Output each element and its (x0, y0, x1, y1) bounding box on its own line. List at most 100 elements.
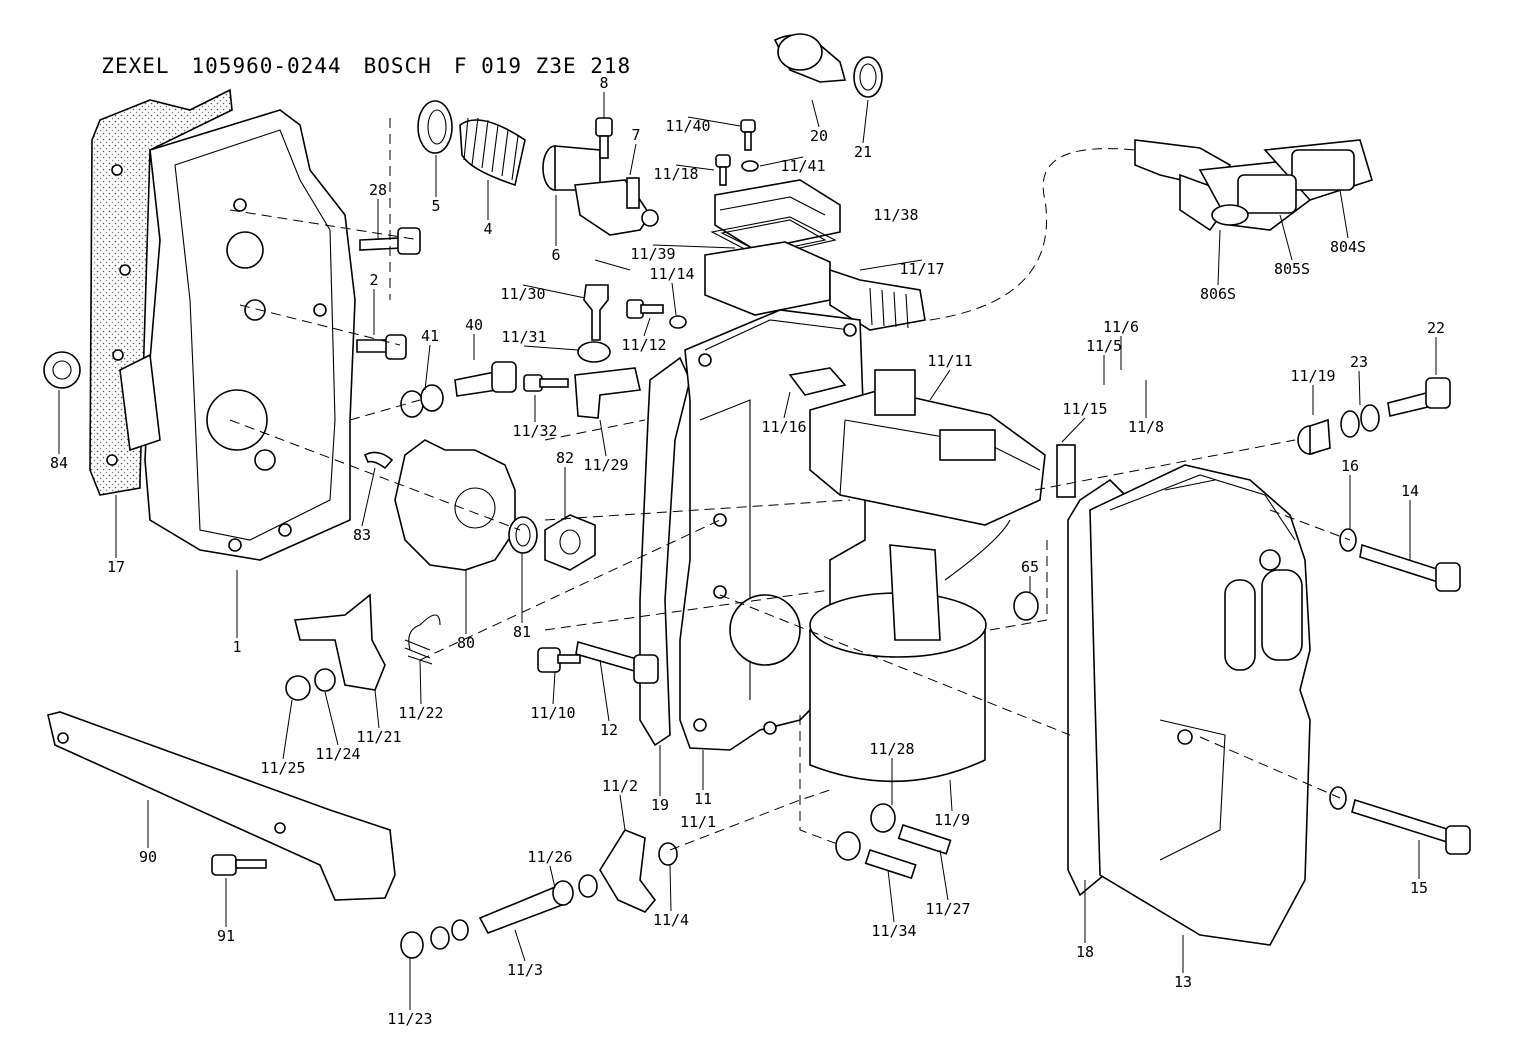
callout-11-3: 11/3 (507, 961, 543, 979)
bolt-15 (1351, 798, 1471, 855)
leader-line-11-3 (514, 929, 526, 962)
leader-line-11-12 (643, 317, 651, 337)
leader-line-11-21 (374, 689, 380, 729)
callout-11-31: 11/31 (501, 328, 546, 346)
spring-11-22 (404, 614, 441, 665)
solenoid-11-9 (809, 519, 1011, 783)
leader-line-804s (1339, 189, 1349, 239)
bracket-7 (574, 177, 659, 236)
callout-11-17: 11/17 (899, 260, 944, 278)
leader-line-11-22 (419, 659, 422, 705)
spring-4 (459, 117, 526, 187)
brand-label: BOSCH (363, 54, 432, 78)
callout-8: 8 (599, 74, 608, 92)
leader-line-11-41 (759, 156, 804, 167)
callout-11-22: 11/22 (398, 704, 443, 722)
callout-14: 14 (1401, 482, 1419, 500)
unit-11-11 (809, 369, 1046, 526)
callout-18: 18 (1076, 943, 1094, 961)
leader-line-12 (599, 659, 610, 722)
washer-11-24 (314, 668, 336, 692)
leader-line-11-14 (671, 282, 677, 316)
nut-82 (544, 514, 596, 571)
callout-65: 65 (1021, 558, 1039, 576)
leader-line-11-2 (619, 794, 626, 831)
cover-13 (1089, 464, 1311, 946)
callout-11-4: 11/4 (653, 911, 689, 929)
washer-21 (853, 56, 883, 98)
leader-line-805s (1279, 214, 1293, 261)
leader-line-11-29 (599, 419, 607, 457)
callout-91: 91 (217, 927, 235, 945)
leader-line-11-15 (1061, 417, 1086, 443)
callout-5: 5 (431, 197, 440, 215)
washer-11-41 (741, 160, 759, 172)
callout-11-11: 11/11 (927, 352, 972, 370)
callout-81: 81 (513, 623, 531, 641)
callout-11-15: 11/15 (1062, 400, 1107, 418)
screw-11-27 (897, 823, 952, 855)
wiring-harness (929, 139, 1373, 321)
part-65 (1013, 591, 1039, 621)
leader-line-11-4 (669, 864, 672, 912)
callout-1: 1 (232, 638, 241, 656)
parts-11-23-11-6-11-5 (400, 919, 469, 959)
callout-15: 15 (1410, 879, 1428, 897)
leader-line-11-17 (859, 259, 923, 271)
leader-line-11-40 (687, 116, 741, 127)
leader-line-11-9 (949, 779, 953, 812)
callout-6: 6 (551, 246, 560, 264)
callout-90: 90 (139, 848, 157, 866)
bolt-11-12 (626, 299, 664, 319)
leader-line-11-24 (324, 691, 339, 746)
maker-label: ZEXEL (101, 54, 170, 78)
callout-12: 12 (600, 721, 618, 739)
housing-1 (119, 109, 356, 561)
part-20 (773, 33, 847, 83)
module-11-38 (714, 179, 841, 251)
leader-line-11-26 (549, 865, 556, 889)
washers-23 (1340, 404, 1380, 438)
callout-11-38: 11/38 (873, 206, 918, 224)
screw-11-18 (715, 154, 731, 186)
callout-17: 17 (107, 558, 125, 576)
callout-84: 84 (50, 454, 68, 472)
callout-21: 21 (854, 143, 872, 161)
washers-11-4 (578, 842, 678, 898)
bolt-40 (454, 361, 517, 397)
washer-16-lower (1329, 786, 1347, 810)
bolt-28 (359, 227, 421, 255)
callout-11-12: 11/12 (621, 336, 666, 354)
leader-line-21 (862, 99, 869, 144)
seal-ring-5 (417, 100, 453, 154)
callout-7: 7 (631, 126, 640, 144)
bolt-12 (575, 640, 659, 684)
bolt-22 (1387, 377, 1451, 417)
callout-11-9: 11/9 (934, 811, 970, 829)
leader-line-20 (811, 99, 820, 128)
leader-line-11-30 (522, 284, 586, 299)
callout-11-25: 11/25 (260, 759, 305, 777)
callout-11-23: 11/23 (387, 1010, 432, 1028)
shaft-11-3 (478, 880, 574, 934)
lever-11-21 (293, 593, 386, 691)
callout-13: 13 (1174, 973, 1192, 991)
leader-line-11-10 (552, 671, 556, 705)
connector-11-15 (1056, 444, 1076, 498)
washers-41 (400, 384, 444, 418)
leader-line-806s (1217, 229, 1221, 286)
callout-11-10: 11/10 (530, 704, 575, 722)
bracket-11-29 (574, 367, 641, 419)
leader-line-11-31 (523, 345, 579, 351)
nut-11-31 (577, 341, 611, 363)
leader-line-11-27 (939, 849, 949, 901)
bar-90 (47, 711, 396, 901)
leader-line-11-16 (783, 391, 791, 419)
callout-82: 82 (556, 449, 574, 467)
leader-line-23 (1358, 370, 1361, 406)
screw-8 (595, 117, 613, 159)
callout-2: 2 (369, 271, 378, 289)
callout-11-29: 11/29 (583, 456, 628, 474)
